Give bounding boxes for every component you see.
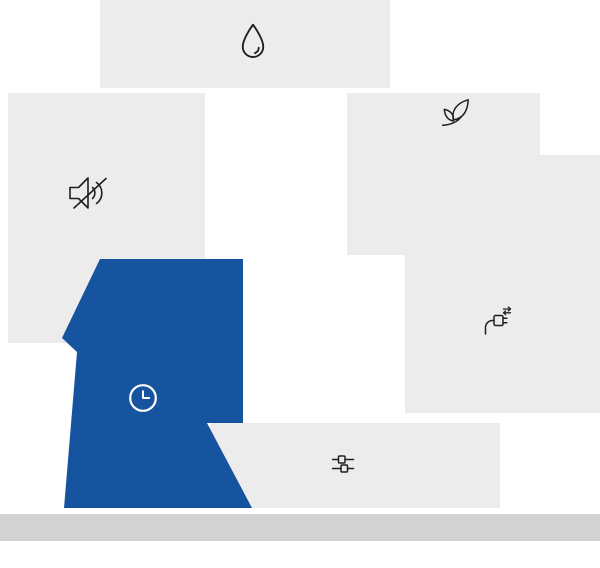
active-tile-shape	[62, 259, 252, 508]
bottom-bar	[0, 514, 600, 541]
volume-mute-icon	[69, 177, 107, 209]
plug-sync-icon	[484, 306, 512, 335]
settings-sliders-icon	[331, 455, 355, 473]
tile-water[interactable]	[100, 0, 390, 88]
active-tile-polygon	[62, 259, 252, 508]
clock-icon	[129, 384, 157, 412]
tile-plug-sync[interactable]	[405, 155, 600, 413]
tile-time-active[interactable]	[62, 259, 252, 508]
tile-settings[interactable]	[210, 423, 500, 508]
water-drop-icon	[241, 23, 265, 58]
eco-leaves-icon	[441, 99, 469, 127]
